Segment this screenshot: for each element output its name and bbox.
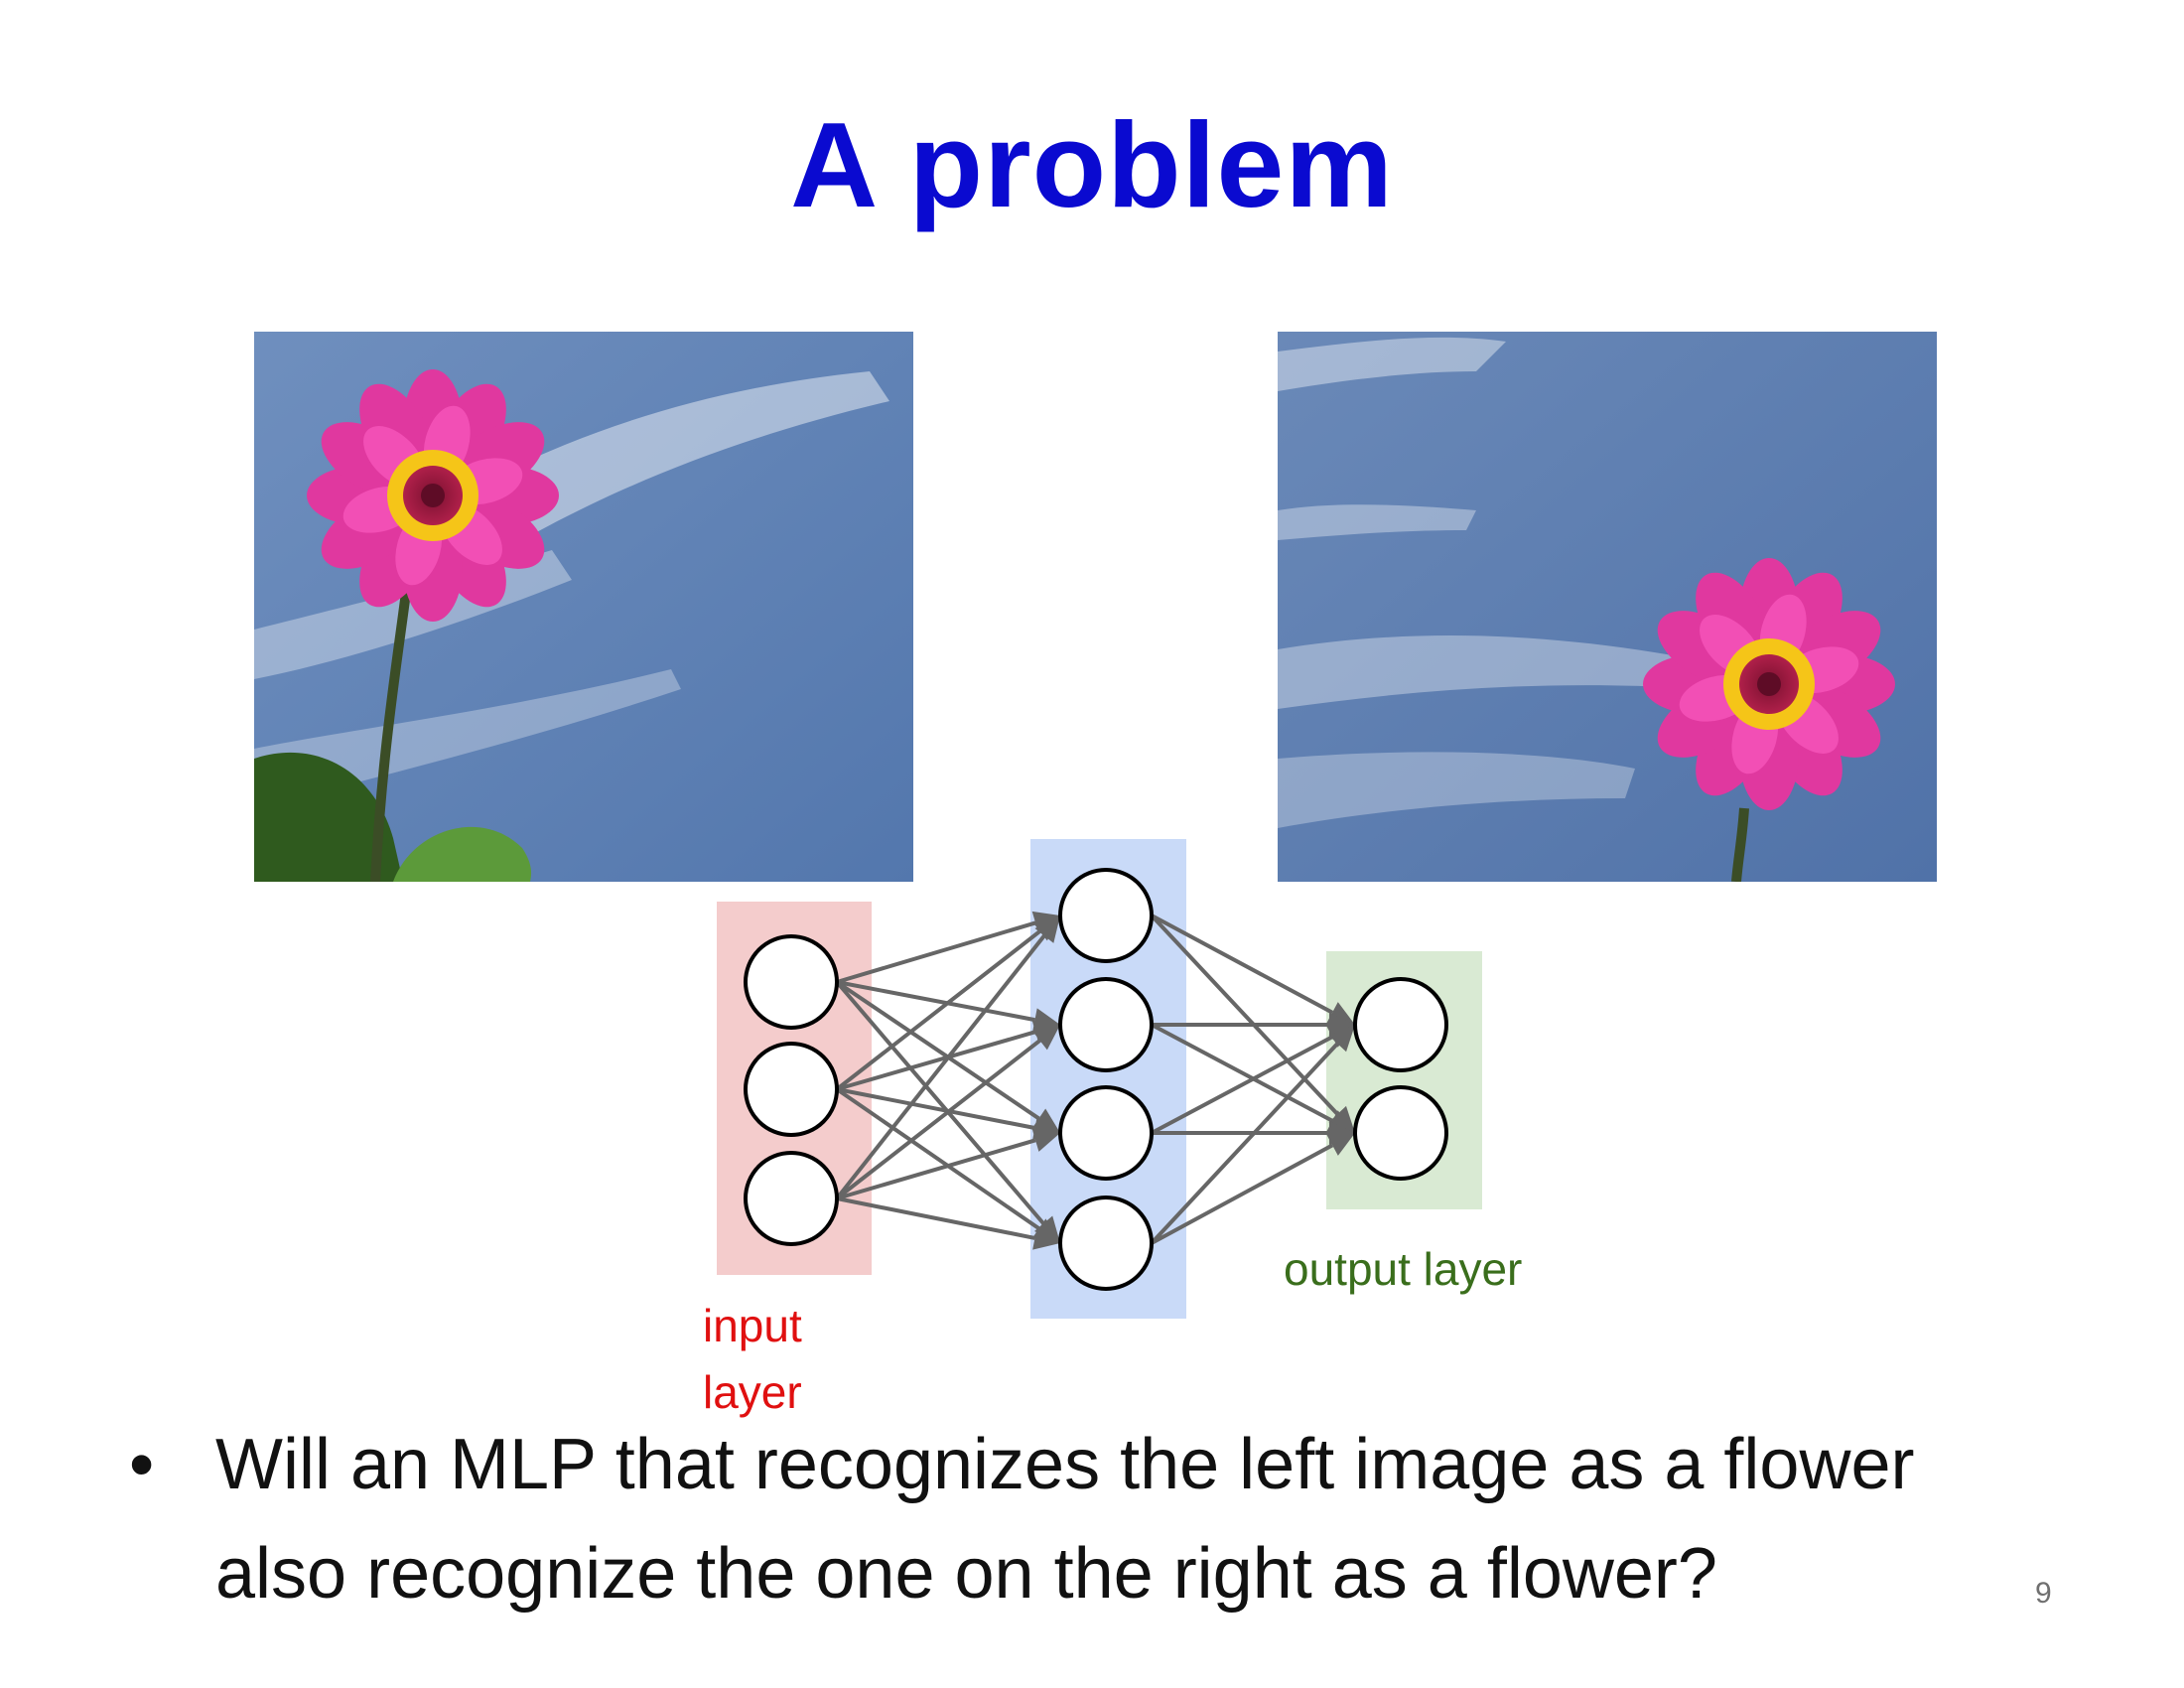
network-edge	[1151, 1035, 1333, 1135]
input-node	[744, 1042, 839, 1137]
input-layer-box	[717, 902, 872, 1275]
network-edge	[836, 1196, 1035, 1240]
network-edges	[835, 911, 1355, 1250]
hidden-node	[1058, 868, 1154, 963]
input-node	[744, 934, 839, 1030]
network-edge	[1150, 914, 1339, 1116]
edge-arrowhead	[1326, 1002, 1355, 1025]
slide-title: A problem	[790, 97, 1394, 232]
network-edge	[836, 1087, 1035, 1130]
network-edge	[836, 920, 1036, 984]
bullet-text-line2: also recognize the one on the right as a…	[215, 1534, 1717, 1614]
output-layer-box	[1326, 951, 1482, 1209]
hidden-node	[1058, 977, 1154, 1072]
input-label-line1: input	[703, 1300, 802, 1351]
network-edge	[1151, 1023, 1333, 1123]
network-edge	[836, 1138, 1036, 1200]
hidden-node	[1058, 1085, 1154, 1181]
edge-arrowhead	[1031, 911, 1060, 934]
edge-arrowhead	[1329, 1013, 1355, 1037]
edge-arrowhead	[1033, 1215, 1060, 1243]
edge-arrowhead	[1032, 1116, 1060, 1140]
edge-arrowhead	[1032, 1008, 1060, 1032]
network-nodes	[744, 868, 1448, 1291]
network-edge	[1150, 1042, 1339, 1245]
network-edge	[1151, 914, 1334, 1015]
bullet-marker: •	[129, 1425, 155, 1504]
input-label-line2: layer	[703, 1365, 802, 1418]
hidden-layer-box	[1030, 839, 1186, 1319]
edge-arrowhead	[1326, 1025, 1355, 1048]
output-node	[1353, 977, 1448, 1072]
bullet-text-line1: Will an MLP that recognizes the left ima…	[215, 1425, 1915, 1504]
input-layer-label: input layer	[703, 1293, 842, 1425]
output-layer-label: output layer	[1284, 1243, 1523, 1295]
edge-arrowhead	[1032, 915, 1060, 941]
bullet-text: Will an MLP that recognizes the left ima…	[215, 1410, 2102, 1628]
edge-arrowhead	[1328, 1105, 1355, 1133]
network-edge	[835, 1087, 1040, 1230]
edge-arrowhead	[1031, 1218, 1060, 1243]
edge-arrowhead	[1032, 1226, 1060, 1250]
edge-arrowhead	[1032, 1025, 1060, 1051]
network-edge	[835, 980, 1040, 1121]
left-flower-image	[254, 332, 913, 882]
edge-arrowhead	[1031, 1108, 1060, 1133]
network-edge	[1151, 1143, 1334, 1245]
edge-arrowhead	[1326, 1133, 1355, 1156]
hidden-node	[1058, 1196, 1154, 1291]
page-number: 9	[2035, 1577, 2052, 1610]
network-edge	[836, 1030, 1036, 1091]
output-node	[1353, 1085, 1448, 1181]
network-edge	[835, 934, 1046, 1200]
edge-arrowhead	[1031, 1020, 1060, 1044]
network-edge	[835, 929, 1041, 1091]
edge-arrowhead	[1034, 915, 1060, 943]
network-edge	[835, 980, 1045, 1225]
edge-arrowhead	[1329, 1121, 1355, 1145]
right-flower-image	[1278, 332, 1937, 882]
network-edge	[835, 1039, 1041, 1200]
edge-arrowhead	[1031, 1128, 1060, 1152]
edge-arrowhead	[1326, 1110, 1355, 1133]
input-node	[744, 1151, 839, 1246]
edge-arrowhead	[1328, 1025, 1355, 1053]
network-edge	[836, 980, 1035, 1023]
